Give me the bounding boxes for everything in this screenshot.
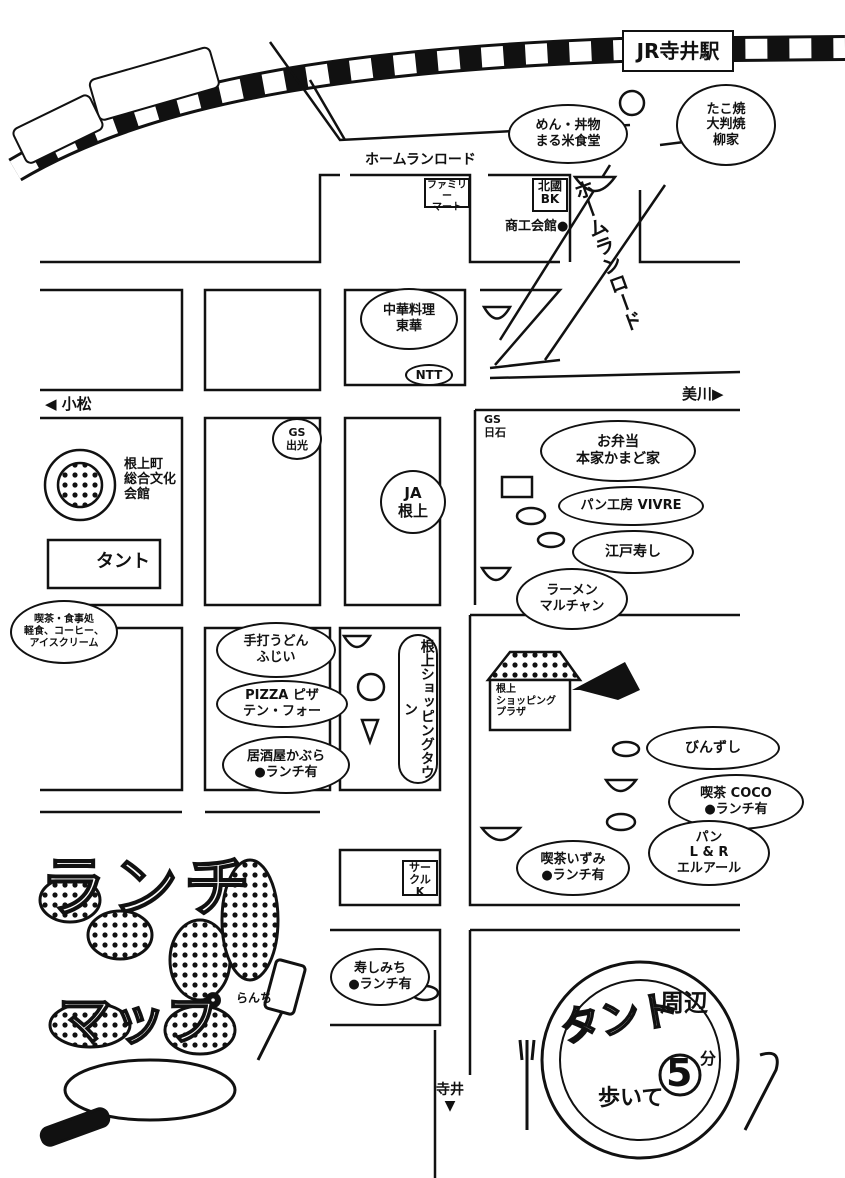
shop-l-and-r: パン L & R エルアール <box>648 820 770 886</box>
shop-maruchan: ラーメン マルチャン <box>516 568 628 630</box>
teacup-icon <box>603 778 639 793</box>
shop-izumi: 喫茶いずみ ●ランチ有 <box>516 840 630 896</box>
jr-terai-station: JR寺井駅 <box>622 30 734 72</box>
shop-yanagiya: たこ焼 大判焼 柳家 <box>676 84 776 166</box>
title-art <box>38 858 280 1056</box>
tanto-building <box>43 448 162 590</box>
title-ruby: らんち <box>236 991 273 1005</box>
tanto-name: タント <box>96 551 150 572</box>
pizza-icon <box>356 672 386 702</box>
ja-neagari: JA 根上 <box>380 470 446 534</box>
title-main: ランチ <box>39 849 256 927</box>
arrow-to-terai: 寺井▼ <box>436 1082 464 1115</box>
teacup-icon <box>479 826 523 842</box>
knife-icon <box>743 1051 779 1131</box>
shop-binzushi: びんずし <box>646 726 780 770</box>
badge-walk: 歩いて <box>598 1086 664 1111</box>
glass-icon <box>360 718 380 746</box>
railway <box>8 35 845 182</box>
bento-icon <box>500 475 534 499</box>
shop-tanto-info: 喫茶・食事処 軽食、コーヒー、 アイスクリーム <box>10 600 118 664</box>
gs-nisseki: GS 日石 <box>484 413 506 439</box>
gs-idemitsu: GS 出光 <box>272 418 322 460</box>
shop-ten-four: PIZZA ピザ テン・フォー <box>216 680 348 728</box>
face-icon <box>618 89 646 117</box>
home-run-road <box>489 164 667 370</box>
tanto-arrow <box>572 662 640 700</box>
bowl-icon <box>341 634 373 649</box>
neagari-shopping-plaza: 根上 ショッピング プラザ <box>496 684 556 718</box>
shop-kamadoya: お弁当 本家かまど家 <box>540 420 696 482</box>
frying-pan-icon <box>39 1058 237 1147</box>
neagari-shopping-town: 根上ショッピングタウン <box>398 634 438 784</box>
title-sub: マップ <box>57 988 221 1052</box>
badge-minutes: 分 <box>700 1049 717 1068</box>
bowl-icon <box>479 566 513 582</box>
arrow-to-komatsu: ◀ 小松 <box>45 395 92 413</box>
home-run-road-label-h: ホームランロード <box>365 152 476 168</box>
arrow-to-mikawa: 美川▶ <box>682 385 724 403</box>
badge-five: 5 <box>666 1051 693 1095</box>
bread-icon <box>605 812 637 832</box>
shop-touka: 中華料理 東華 <box>360 288 458 350</box>
bowl-icon <box>481 305 513 320</box>
shokokai-hall: 商工会館● <box>505 219 569 234</box>
shop-edo-sushi: 江戸寿し <box>572 530 694 574</box>
circle-k: サークル K <box>402 860 438 898</box>
shop-fujii: 手打うどん ふじい <box>216 622 336 678</box>
family-mart: ファミリー マート <box>424 178 470 213</box>
culture-hall: 根上町 総合文化 会館 <box>124 457 177 502</box>
shop-kaburaya: 居酒屋かぶら ●ランチ有 <box>222 736 350 794</box>
ntt: NTT <box>405 364 453 386</box>
train-icon <box>12 46 220 164</box>
spatula-icon <box>256 958 307 1061</box>
shop-coco: 喫茶 COCO ●ランチ有 <box>668 774 804 830</box>
plaza-roof <box>485 650 583 732</box>
plate-badge <box>518 960 779 1160</box>
sushi-icon <box>536 531 566 549</box>
shop-marukome: めん・丼物 まる米食堂 <box>508 104 628 164</box>
fork-icon <box>518 1039 536 1130</box>
hokkoku-bank: 北國 BK <box>532 178 568 212</box>
shop-vivre: パン工房 VIVRE <box>558 486 704 526</box>
sushi-icon <box>611 740 641 758</box>
badge-around: 周辺 <box>660 989 708 1017</box>
bowl-icon <box>572 175 618 193</box>
shop-teshimichi: 寿しみち ●ランチ有 <box>330 948 430 1006</box>
bread-icon <box>515 506 547 526</box>
